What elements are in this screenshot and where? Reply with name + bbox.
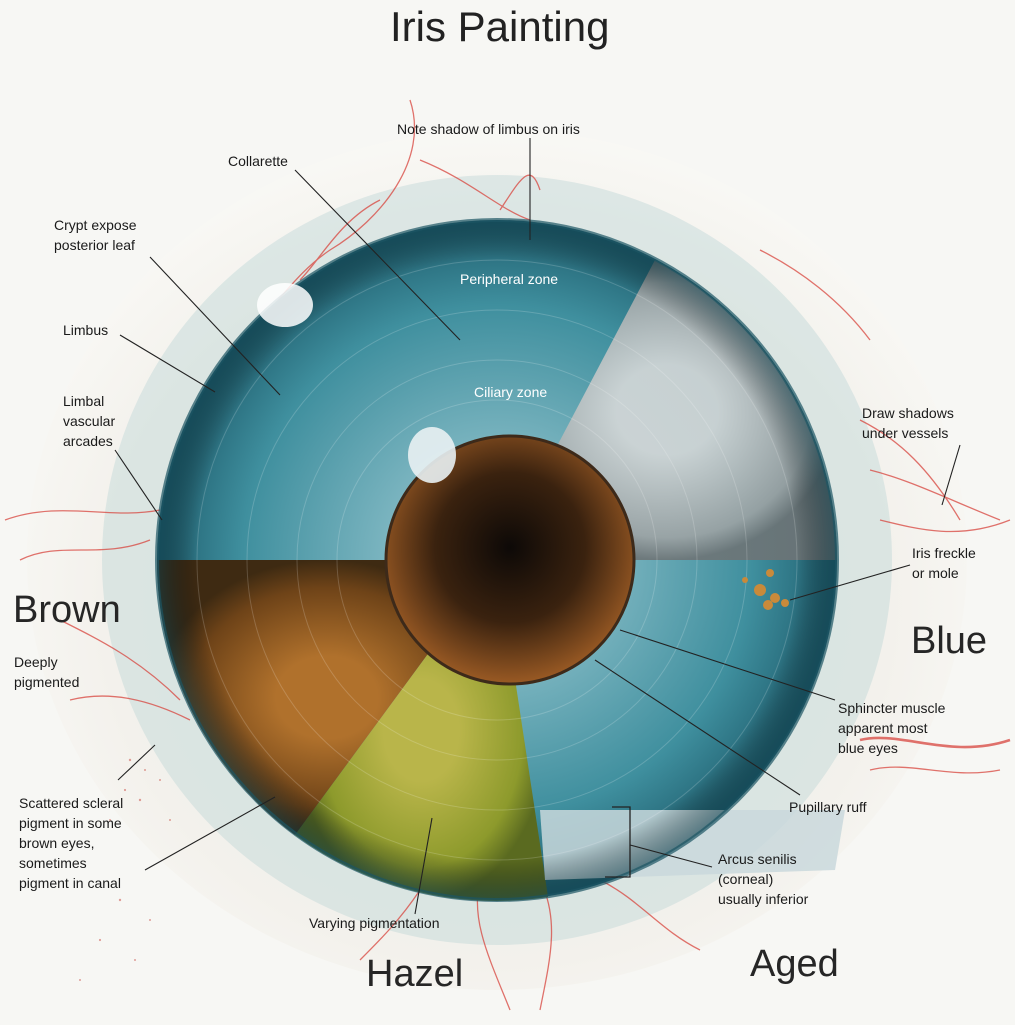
leader-sphincter <box>619 629 836 701</box>
leader-scleral-pigment-dots <box>117 744 156 781</box>
section-label-brown: Brown <box>13 589 121 631</box>
label-peripheral-zone: Peripheral zone <box>460 271 559 287</box>
section-label-aged: Aged <box>750 943 839 985</box>
label-scleral-pigment: Scattered scleral pigment in some brown … <box>19 795 124 891</box>
leader-limbus <box>119 334 216 393</box>
leader-collarette <box>294 169 461 341</box>
leader-crypt <box>149 256 281 396</box>
label-sphincter: Sphincter muscle apparent most blue eyes <box>838 700 946 756</box>
iris <box>155 218 845 902</box>
leader-scleral-pigment <box>144 796 276 871</box>
limbus-highlight <box>257 283 313 327</box>
leader-draw-shadows <box>941 444 961 506</box>
label-crypt: Crypt expose posterior leaf <box>54 217 137 253</box>
label-iris-freckle: Iris freckle or mole <box>912 545 976 581</box>
label-ciliary-zone: Ciliary zone <box>474 384 548 400</box>
pupil <box>386 436 634 684</box>
corneal-highlight <box>408 427 456 483</box>
label-pupillary-ruff: Pupillary ruff <box>789 799 867 815</box>
arcus-bracket <box>605 806 631 878</box>
label-limbus: Limbus <box>63 322 109 338</box>
page-title: Iris Painting <box>390 3 610 50</box>
leader-iris-freckle <box>789 564 911 601</box>
leader-lines <box>114 138 961 915</box>
label-arcus-senilis: Arcus senilis (corneal) usually inferior <box>718 851 809 907</box>
leader-limbal-arcades <box>114 449 163 521</box>
scleral-pigment-dots <box>79 758 171 981</box>
section-label-hazel: Hazel <box>366 953 464 995</box>
leader-varying-pigmentation <box>414 817 433 915</box>
leader-pupillary-ruff <box>594 659 801 796</box>
label-varying-pigmentation: Varying pigmentation <box>309 915 440 931</box>
label-limbus-shadow: Note shadow of limbus on iris <box>397 121 580 137</box>
label-draw-shadows: Draw shadows under vessels <box>862 405 954 441</box>
section-label-blue: Blue <box>911 620 988 662</box>
label-collarette: Collarette <box>228 153 288 169</box>
leader-arcus-senilis <box>629 844 713 868</box>
label-limbal-arcades: Limbal vascular arcades <box>63 393 116 449</box>
iris-freckle <box>742 569 789 610</box>
label-deeply-pigmented: Deeply pigmented <box>14 654 80 690</box>
